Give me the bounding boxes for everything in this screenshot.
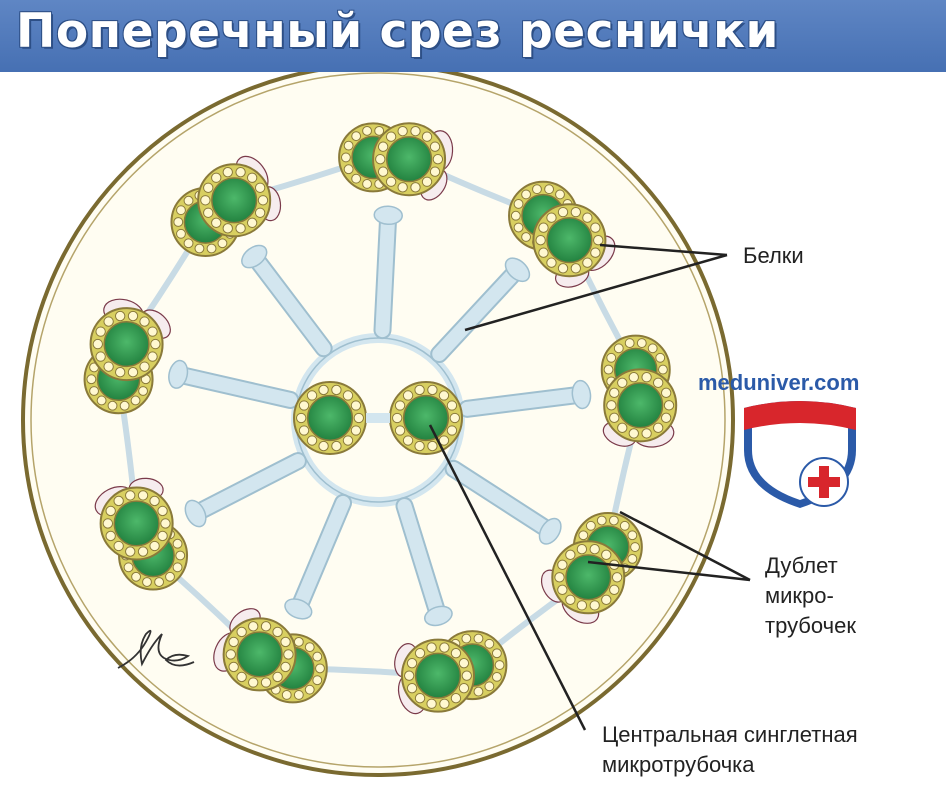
doublet-tubule-b — [89, 307, 164, 382]
doublet-tubule-b — [400, 638, 475, 713]
medical-shield-icon — [744, 401, 856, 508]
artist-signature — [117, 629, 195, 669]
doublet-tubule-b — [372, 122, 447, 197]
label-central-line2: микротрубочка — [602, 752, 755, 777]
label-proteins: Белки — [743, 243, 804, 268]
label-doublet-line2: микро- — [765, 583, 834, 608]
central-singlet-right — [389, 381, 463, 455]
label-doublet-line3: трубочек — [765, 613, 856, 638]
page-title: Поперечный срез реснички — [16, 4, 779, 59]
doublet-tubule-b — [222, 617, 297, 692]
site-logo-text: meduniver.com — [698, 370, 860, 395]
doublet-tubule-b — [551, 540, 626, 615]
doublet-tubule-b — [532, 203, 607, 278]
ciliary-membrane-inner — [30, 72, 726, 768]
central-pair — [293, 381, 463, 455]
doublet-tubule-b — [603, 368, 678, 443]
central-singlet-left — [293, 381, 367, 455]
doublet-tubule-b — [99, 486, 174, 561]
doublet-tubule-b — [197, 163, 272, 238]
label-doublet-line1: Дублет — [765, 553, 838, 578]
outer-doublets — [83, 122, 678, 713]
title-bar: Поперечный срез реснички — [0, 0, 946, 72]
pointer-lines — [428, 243, 751, 731]
label-central-line1: Центральная синглетная — [602, 722, 858, 747]
